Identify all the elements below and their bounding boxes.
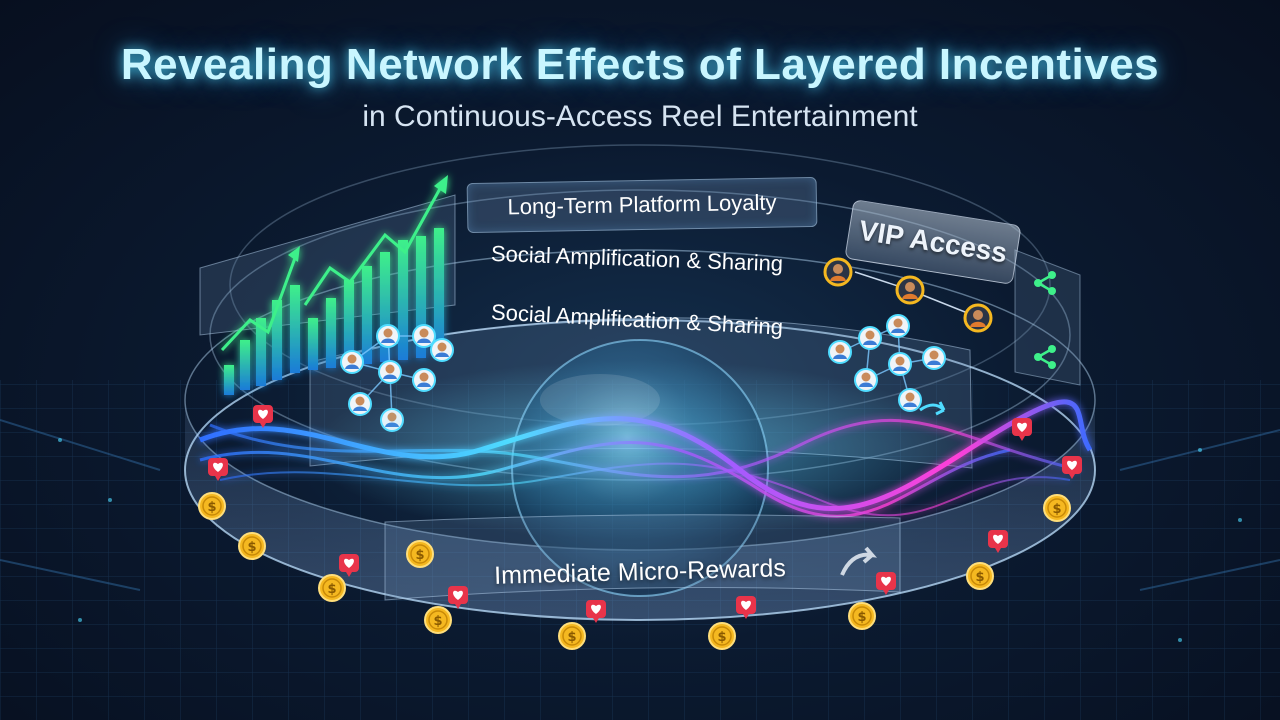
energy-waves (199, 399, 1093, 518)
central-sphere (511, 339, 769, 597)
right-share-panel (1014, 249, 1081, 386)
growth-chart-icon (220, 175, 448, 395)
layer-micro-rewards-label: Immediate Micro-Rewards (493, 553, 787, 590)
diagram-subtitle: in Continuous-Access Reel Entertainment (362, 100, 918, 133)
growth-chart-panel (199, 194, 456, 336)
social-network-left (340, 324, 454, 432)
layer-social-top-label: Social Amplification & Sharing (490, 240, 784, 277)
avatar-chain (823, 257, 993, 333)
layer-loyalty: Long-Term Platform Loyalty (466, 176, 818, 234)
social-network-right (828, 314, 946, 416)
diagram-title: Revealing Network Effects of Layered Inc… (120, 40, 1160, 89)
layer-loyalty-label: Long-Term Platform Loyalty (507, 189, 777, 220)
curved-arrow-icon (840, 546, 878, 576)
vip-access-label: VIP Access (856, 214, 1010, 269)
micro-rewards-panel-shape (384, 514, 901, 601)
